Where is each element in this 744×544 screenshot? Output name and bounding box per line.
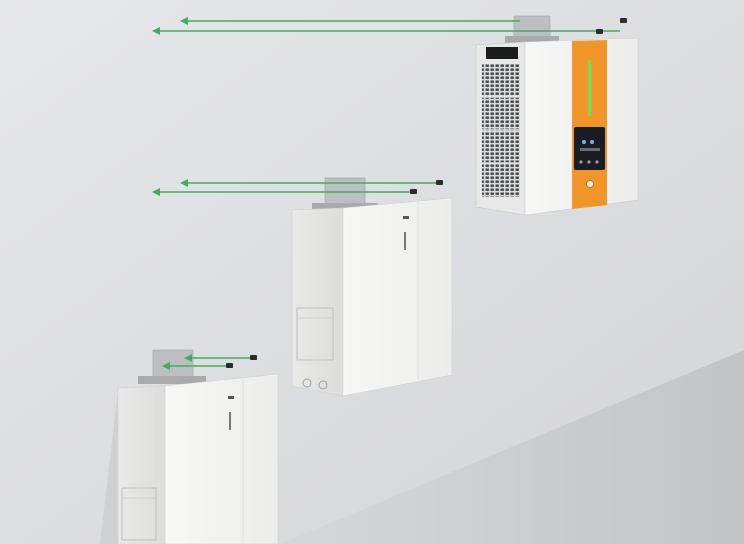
status-led-icon xyxy=(588,60,592,116)
battery-front-panel xyxy=(342,197,453,397)
bracket-plate xyxy=(312,203,378,211)
bracket-plate xyxy=(138,376,206,384)
brand-mark xyxy=(403,216,409,219)
bracket-plate xyxy=(505,36,559,44)
battery-side-panel xyxy=(291,207,344,397)
status-led-icon xyxy=(404,232,406,250)
display-window xyxy=(486,47,518,59)
power-button-icon xyxy=(586,180,594,188)
battery-side-panel xyxy=(117,385,166,544)
screw-icon xyxy=(410,189,417,194)
floor xyxy=(280,350,744,544)
battery-unit-bottom xyxy=(117,349,279,544)
screw-icon xyxy=(226,363,233,368)
cable-port xyxy=(302,378,312,388)
access-cover xyxy=(296,307,334,361)
screw-icon xyxy=(250,355,257,360)
screws xyxy=(226,18,627,368)
cable-port xyxy=(318,380,328,390)
battery-unit-middle xyxy=(291,177,453,397)
screw-icon xyxy=(596,29,603,34)
status-led-icon xyxy=(229,412,231,430)
wall-bracket xyxy=(152,349,194,381)
wall-corner-shadow xyxy=(100,390,118,544)
battery-front-panel xyxy=(164,373,279,544)
screw-icon xyxy=(620,18,627,23)
brand-mark xyxy=(228,396,234,399)
installation-arrows xyxy=(152,17,620,370)
inverter-unit-top xyxy=(475,15,639,216)
access-cover xyxy=(121,487,157,541)
screw-icon xyxy=(436,180,443,185)
